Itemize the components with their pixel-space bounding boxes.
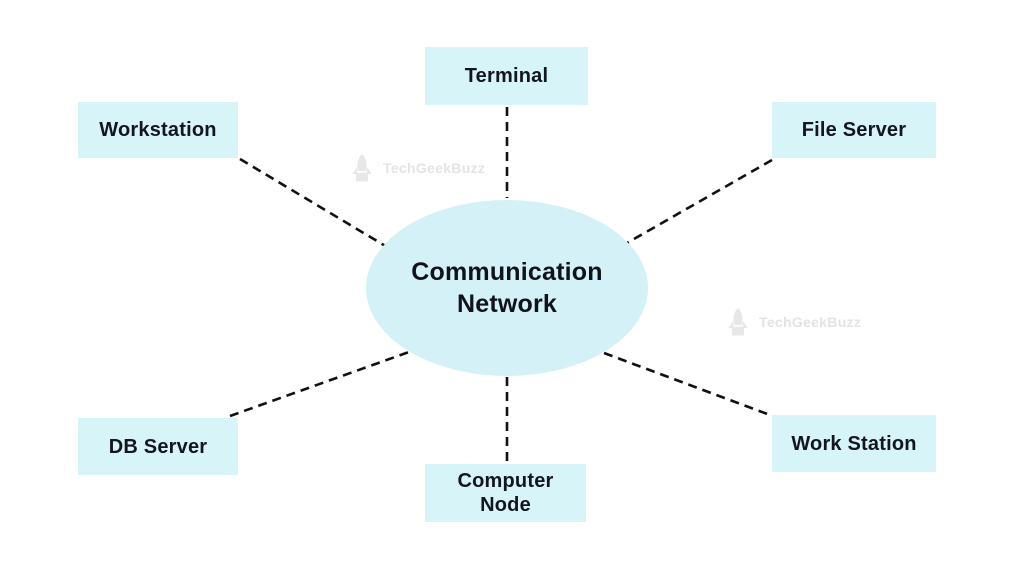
connector-db-server [229,350,410,418]
node-workstation: Workstation [78,102,238,158]
connector-work-station [603,351,771,417]
node-label: Terminal [464,65,549,87]
node-label: File Server [801,119,907,141]
node-work-station: Work Station [772,415,936,472]
node-computer-node: Computer Node [425,464,586,522]
watermark: TechGeekBuzz [350,153,485,183]
watermark-text: TechGeekBuzz [759,314,862,330]
node-db-server: DB Server [78,418,238,475]
rocket-icon [728,308,748,336]
node-label: Computer Node [457,470,554,516]
node-label: Workstation [99,119,217,141]
node-file-server: File Server [772,102,936,158]
node-terminal: Terminal [425,47,588,105]
node-label: Work Station [791,432,917,455]
connector-file-server [626,158,773,245]
watermark: TechGeekBuzz [726,307,861,337]
center-node-label: Communication Network [411,257,603,319]
connector-workstation [239,157,388,249]
watermark-text: TechGeekBuzz [383,160,486,176]
rocket-icon [352,154,372,182]
node-label: DB Server [108,435,208,458]
center-node-communication-network: Communication Network [366,200,648,376]
